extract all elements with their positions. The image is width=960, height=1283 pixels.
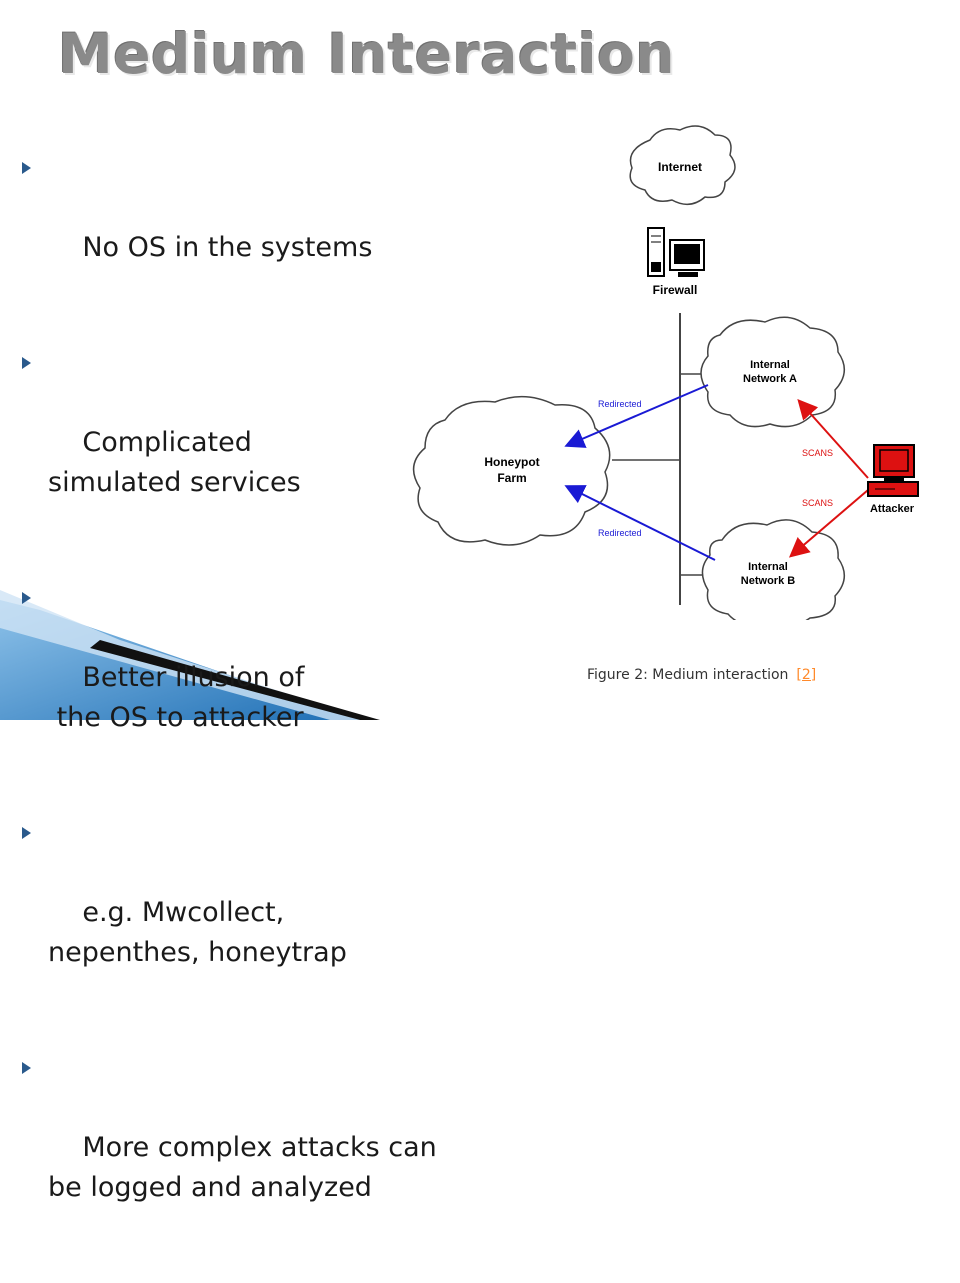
bullet-arrow-icon bbox=[22, 357, 31, 369]
network-b-label-2: Network B bbox=[741, 575, 795, 587]
scan-arrow-bottom bbox=[788, 489, 869, 558]
redirect-arrow-bottom bbox=[564, 485, 716, 561]
internet-label: Internet bbox=[658, 160, 702, 174]
bullet-arrow-icon bbox=[22, 162, 31, 174]
bullet-item: Complicated simulated services bbox=[20, 343, 500, 543]
bullet-item: No OS in the systems bbox=[20, 148, 500, 308]
bullet-text: More complex attacks can be logged and a… bbox=[48, 1132, 437, 1203]
internet-cloud: Internet bbox=[629, 125, 736, 206]
bullet-item: Better illusion of the OS to attacker bbox=[20, 578, 500, 778]
network-diagram: Internet Firewall Internal Network A Int… bbox=[412, 125, 919, 620]
bullet-arrow-icon bbox=[22, 827, 31, 839]
honeypot-label-1: Honeypot bbox=[484, 455, 539, 469]
attacker-computer-icon bbox=[867, 444, 919, 497]
citation-link[interactable]: [2] bbox=[796, 667, 817, 683]
bullet-item: More complex attacks can be logged and a… bbox=[20, 1048, 500, 1248]
internal-network-b-cloud: Internal Network B bbox=[701, 519, 845, 620]
bullet-text: Better illusion of the OS to attacker bbox=[56, 662, 305, 733]
bullet-text: Complicated simulated services bbox=[48, 427, 301, 498]
scans-bottom-label: SCANS bbox=[802, 498, 833, 508]
decorative-swoosh bbox=[0, 590, 380, 720]
caption-text: Figure 2: Medium interaction bbox=[587, 667, 789, 683]
bullet-text: e.g. Mwcollect, nepenthes, honeytrap bbox=[48, 897, 347, 968]
network-b-label-1: Internal bbox=[748, 561, 788, 573]
honeypot-farm-cloud: Honeypot Farm bbox=[412, 396, 611, 546]
redirected-top-label: Redirected bbox=[598, 399, 642, 409]
network-a-label-2: Network A bbox=[743, 373, 797, 385]
figure-caption: Figure 2: Medium interaction [2] bbox=[587, 667, 816, 683]
attacker-label: Attacker bbox=[870, 503, 915, 515]
scans-top-label: SCANS bbox=[802, 448, 833, 458]
scan-arrow-top bbox=[797, 399, 869, 479]
bullet-arrow-icon bbox=[22, 592, 31, 604]
bullet-text: No OS in the systems bbox=[82, 232, 373, 263]
firewall-label: Firewall bbox=[653, 283, 698, 297]
bullet-item: e.g. Mwcollect, nepenthes, honeytrap bbox=[20, 813, 500, 1013]
slide-title: Medium Interaction bbox=[58, 22, 676, 86]
bullet-arrow-icon bbox=[22, 1062, 31, 1074]
redirected-bottom-label: Redirected bbox=[598, 528, 642, 538]
honeypot-label-2: Farm bbox=[497, 471, 526, 485]
firewall-icon bbox=[647, 227, 705, 277]
redirect-arrow-top bbox=[564, 384, 709, 448]
internal-network-a-cloud: Internal Network A bbox=[700, 316, 845, 428]
network-a-label-1: Internal bbox=[750, 359, 790, 371]
